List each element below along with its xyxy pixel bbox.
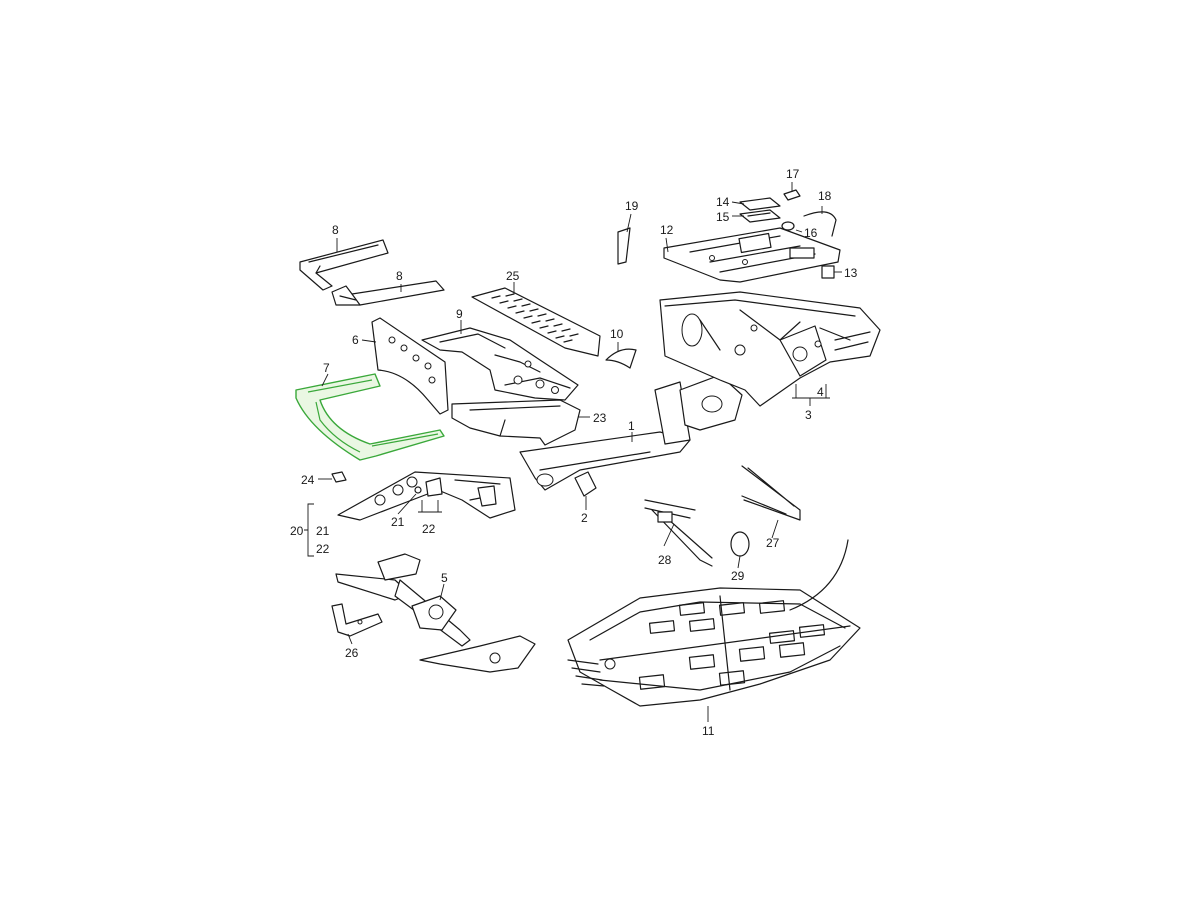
label-part-14: 14	[716, 195, 730, 209]
label-part-11: 11	[702, 724, 715, 738]
part-1-cross-tube[interactable]	[519, 374, 743, 491]
label-part-29: 29	[731, 569, 745, 583]
part-25-floor-strip[interactable]	[471, 287, 601, 357]
part-18-cable[interactable]	[803, 211, 837, 237]
part-14-cover[interactable]	[739, 197, 781, 211]
label-part-20-sub-21: 21	[316, 524, 330, 538]
label-part-2: 2	[581, 511, 588, 525]
leader-lines	[304, 182, 842, 722]
label-part-3: 3	[805, 408, 812, 422]
part-28-bracket[interactable]	[644, 499, 713, 567]
label-part-28: 28	[658, 553, 672, 567]
label-part-13: 13	[844, 266, 858, 280]
part-6-wheelhouse[interactable]	[371, 317, 449, 415]
part-29-disc[interactable]	[730, 531, 750, 557]
label-part-20-sub-22: 22	[316, 542, 330, 556]
part-22-bracket[interactable]	[425, 477, 443, 497]
label-part-15: 15	[716, 210, 730, 224]
part-21-bolt[interactable]	[414, 486, 422, 494]
label-part-12: 12	[660, 223, 674, 237]
label-part-27: 27	[766, 536, 780, 550]
label-part-18: 18	[818, 189, 832, 203]
label-part-9: 9	[456, 307, 463, 321]
label-part-8-lower: 8	[396, 269, 403, 283]
part-26-bracket[interactable]	[331, 603, 383, 637]
part-5-axle-assembly[interactable]	[335, 553, 536, 673]
part-8-upper[interactable]	[299, 239, 389, 291]
label-part-6: 6	[352, 333, 359, 347]
label-part-22: 22	[422, 522, 436, 536]
part-2-bracket[interactable]	[574, 471, 597, 497]
part-10-bracket[interactable]	[605, 348, 637, 369]
label-part-17: 17	[786, 167, 800, 181]
part-7-highlighted-support[interactable]	[295, 373, 445, 461]
part-12-rear-floor[interactable]	[663, 227, 841, 283]
part-19-strip[interactable]	[617, 227, 631, 265]
part-3-rear-body[interactable]	[659, 291, 881, 407]
label-part-20: 20	[290, 524, 304, 538]
label-part-16: 16	[804, 226, 818, 240]
label-part-7: 7	[323, 361, 330, 375]
part-13-plate[interactable]	[821, 265, 835, 279]
label-part-8-upper: 8	[332, 223, 339, 237]
label-part-23: 23	[593, 411, 607, 425]
label-part-19: 19	[625, 199, 639, 213]
part-16-grommet[interactable]	[781, 221, 795, 231]
label-part-21: 21	[391, 515, 405, 529]
part-20-side-member[interactable]	[337, 471, 516, 521]
label-part-24: 24	[301, 473, 315, 487]
part-11-floor-pan[interactable]	[567, 539, 861, 707]
label-part-25: 25	[506, 269, 520, 283]
label-part-5: 5	[441, 571, 448, 585]
part-9-tunnel[interactable]	[421, 327, 579, 401]
label-part-10: 10	[610, 327, 624, 341]
part-24-clip[interactable]	[331, 471, 347, 483]
part-labels: 8 8 25 9 10 6 7 23 1 2 24 21 22 20 21 22…	[290, 167, 858, 738]
part-27-bracket[interactable]	[741, 465, 801, 521]
label-part-4: 4	[817, 385, 824, 399]
label-part-26: 26	[345, 646, 359, 660]
label-part-1: 1	[628, 419, 635, 433]
part-23-longitudinal[interactable]	[451, 399, 581, 446]
part-15-gasket[interactable]	[739, 209, 781, 223]
part-8-lower[interactable]	[331, 280, 445, 306]
